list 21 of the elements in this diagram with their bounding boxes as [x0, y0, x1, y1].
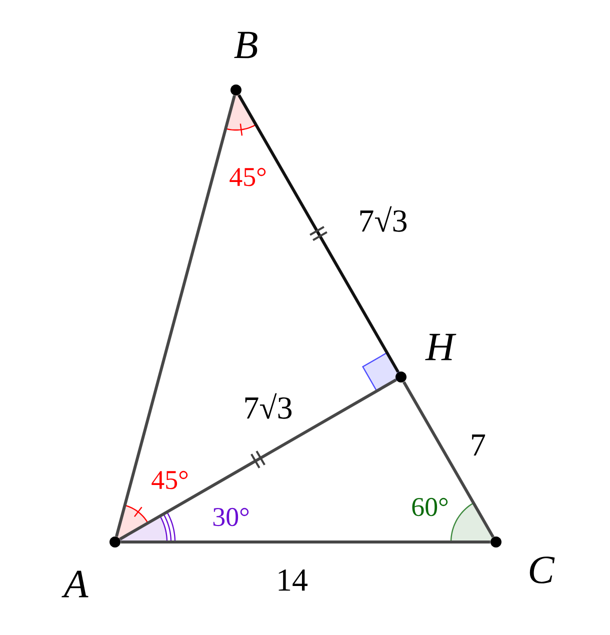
point-dot — [110, 536, 120, 548]
angle-label: 30° — [213, 508, 249, 526]
line-segment — [115, 95, 236, 537]
point-dot — [396, 372, 406, 382]
point-dot — [490, 536, 502, 548]
line-segment — [402, 381, 494, 538]
line-segment — [238, 94, 400, 373]
angle-label: 45° — [152, 470, 188, 490]
line-segment — [119, 378, 397, 540]
point-label: B — [234, 32, 258, 58]
edge-label: 7√3 — [242, 392, 294, 420]
angle-label: 45° — [230, 168, 266, 186]
point-label: A — [62, 570, 88, 598]
edge-label: 7 — [469, 434, 487, 456]
line-segment — [120, 540, 490, 544]
point-label: C — [530, 556, 555, 584]
edge-label: 7√3 — [357, 205, 409, 233]
point-label: H — [425, 334, 456, 360]
angle-label: 60° — [412, 498, 448, 516]
point-dot — [230, 84, 242, 96]
edge-label: 14 — [275, 568, 309, 592]
